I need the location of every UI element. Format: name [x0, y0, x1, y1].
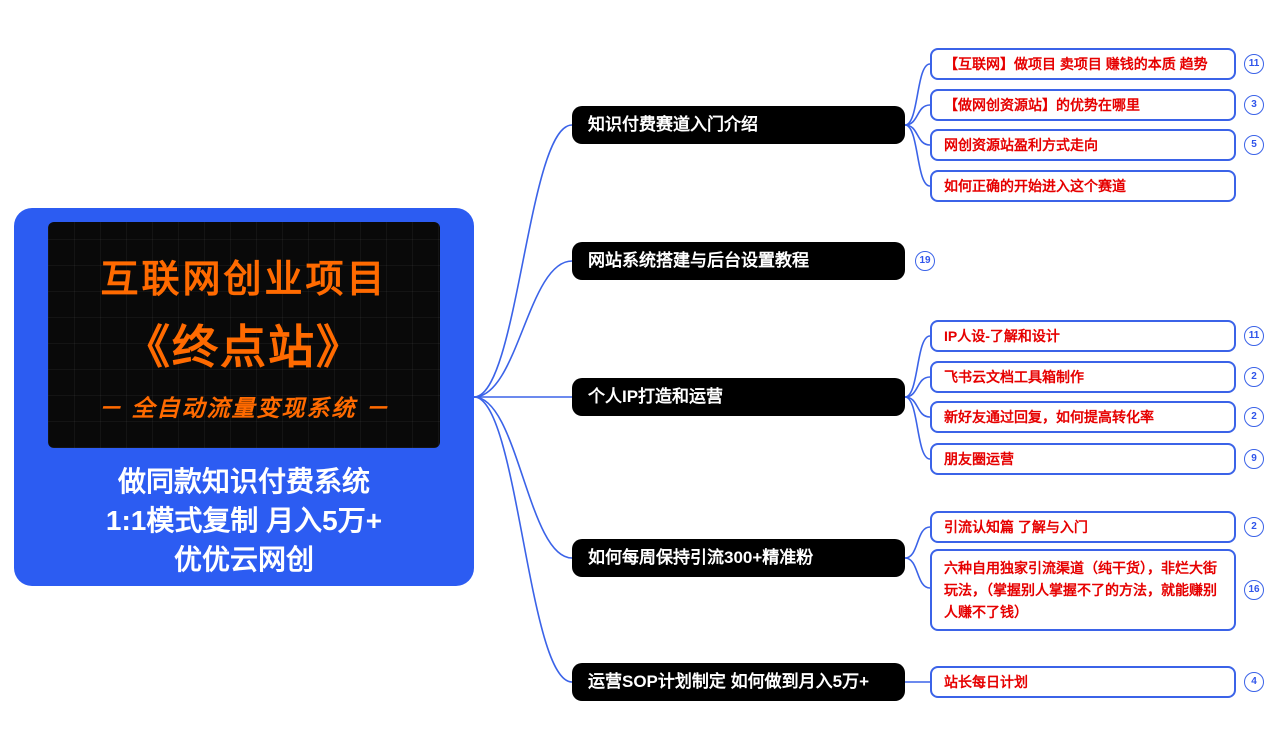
leaf-topic-1-4[interactable]: 如何正确的开始进入这个赛道 — [930, 170, 1236, 202]
collapse-count-badge[interactable]: 9 — [1244, 449, 1264, 469]
connector-root-branch1 — [473, 124, 573, 398]
banner-tagline: － 全自动流量变现系统 － — [98, 394, 390, 421]
leaf-topic-1-1-label: 【互联网】做项目 卖项目 赚钱的本质 趋势 — [944, 56, 1208, 72]
connector-root-branch4 — [473, 396, 573, 559]
root-desc-line-1: 做同款知识付费系统 — [117, 466, 370, 497]
branch-topic-2-label: 网站系统搭建与后台设置教程 — [588, 251, 809, 270]
leaf-topic-4-1[interactable]: 引流认知篇 了解与入门 2 — [930, 511, 1264, 543]
leaf-topic-3-3[interactable]: 新好友通过回复，如何提高转化率 2 — [930, 401, 1264, 433]
leaf-topic-4-2-label: 六种自用独家引流渠道（纯干货），非烂大街玩法，（掌握别人掌握不了的方法，就能赚别… — [944, 560, 1217, 620]
connector-b4-c1 — [904, 526, 931, 559]
leaf-topic-1-1[interactable]: 【互联网】做项目 卖项目 赚钱的本质 趋势 11 — [930, 48, 1264, 80]
connector-b3-c1 — [904, 335, 931, 398]
collapse-count-badge[interactable]: 11 — [1244, 54, 1264, 74]
leaf-topic-4-1-label: 引流认知篇 了解与入门 — [944, 519, 1088, 535]
collapse-count-badge[interactable]: 5 — [1244, 135, 1264, 155]
connector-b1-c3 — [904, 124, 931, 146]
root-desc-line-3: 优优云网创 — [173, 544, 314, 575]
leaf-topic-3-4[interactable]: 朋友圈运营 9 — [930, 443, 1264, 475]
leaf-topic-1-2[interactable]: 【做网创资源站】的优势在哪里 3 — [930, 89, 1264, 121]
branch-topic-3-label: 个人IP打造和运营 — [588, 387, 724, 406]
root-banner: 互联网创业项目 《终点站》 － 全自动流量变现系统 － — [48, 222, 440, 448]
collapse-count-badge[interactable]: 16 — [1244, 580, 1264, 600]
root-desc-line-2: 1:1模式复制 月入5万+ — [105, 505, 383, 536]
banner-subtitle: 《终点站》 — [124, 320, 364, 373]
branch-topic-1[interactable]: 知识付费赛道入门介绍 — [572, 106, 905, 144]
root-topic[interactable]: 互联网创业项目 《终点站》 － 全自动流量变现系统 － 做同款知识付费系统 1:… — [14, 208, 474, 586]
leaf-topic-1-3[interactable]: 网创资源站盈利方式走向 5 — [930, 129, 1264, 161]
leaf-topic-3-4-label: 朋友圈运营 — [944, 451, 1014, 467]
root-description: 做同款知识付费系统 1:1模式复制 月入5万+ 优优云网创 — [14, 462, 474, 579]
leaf-topic-3-3-label: 新好友通过回复，如何提高转化率 — [944, 409, 1154, 425]
banner-title: 互联网创业项目 — [100, 258, 388, 301]
branch-topic-5-label: 运营SOP计划制定 如何做到月入5万+ — [588, 672, 870, 691]
leaf-topic-3-2-label: 飞书云文档工具箱制作 — [944, 369, 1084, 385]
collapse-count-badge[interactable]: 11 — [1244, 326, 1264, 346]
branch-topic-5[interactable]: 运营SOP计划制定 如何做到月入5万+ — [572, 663, 905, 701]
connector-b1-c4 — [904, 124, 931, 187]
connector-b1-c2 — [904, 104, 931, 126]
leaf-topic-5-1[interactable]: 站长每日计划 4 — [930, 666, 1264, 698]
leaf-topic-5-1-label: 站长每日计划 — [944, 674, 1028, 690]
branch-topic-4-label: 如何每周保持引流300+精准粉 — [588, 548, 814, 567]
leaf-topic-1-2-label: 【做网创资源站】的优势在哪里 — [944, 97, 1140, 113]
leaf-topic-1-4-label: 如何正确的开始进入这个赛道 — [944, 178, 1126, 194]
connector-root-branch2 — [473, 260, 573, 398]
leaf-topic-3-2[interactable]: 飞书云文档工具箱制作 2 — [930, 361, 1264, 393]
branch-topic-3[interactable]: 个人IP打造和运营 — [572, 378, 905, 416]
leaf-topic-3-1[interactable]: IP人设-了解和设计 11 — [930, 320, 1264, 352]
connector-b3-c4 — [904, 396, 931, 460]
collapse-count-badge[interactable]: 2 — [1244, 407, 1264, 427]
leaf-topic-3-1-label: IP人设-了解和设计 — [944, 328, 1060, 344]
collapse-count-badge[interactable]: 3 — [1244, 95, 1264, 115]
leaf-topic-1-3-label: 网创资源站盈利方式走向 — [944, 137, 1098, 153]
connector-b4-c2 — [904, 557, 931, 589]
branch-topic-2[interactable]: 网站系统搭建与后台设置教程 19 — [572, 242, 935, 280]
leaf-topic-4-2[interactable]: 六种自用独家引流渠道（纯干货），非烂大街玩法，（掌握别人掌握不了的方法，就能赚别… — [930, 549, 1264, 631]
connector-b1-c1 — [904, 63, 931, 126]
collapse-count-badge[interactable]: 19 — [915, 251, 935, 271]
branch-topic-1-label: 知识付费赛道入门介绍 — [588, 115, 758, 134]
collapse-count-badge[interactable]: 2 — [1244, 367, 1264, 387]
collapse-count-badge[interactable]: 2 — [1244, 517, 1264, 537]
connector-root-branch5 — [473, 396, 573, 683]
branch-topic-4[interactable]: 如何每周保持引流300+精准粉 — [572, 539, 905, 577]
connector-b3-c2 — [904, 376, 931, 398]
collapse-count-badge[interactable]: 4 — [1244, 672, 1264, 692]
